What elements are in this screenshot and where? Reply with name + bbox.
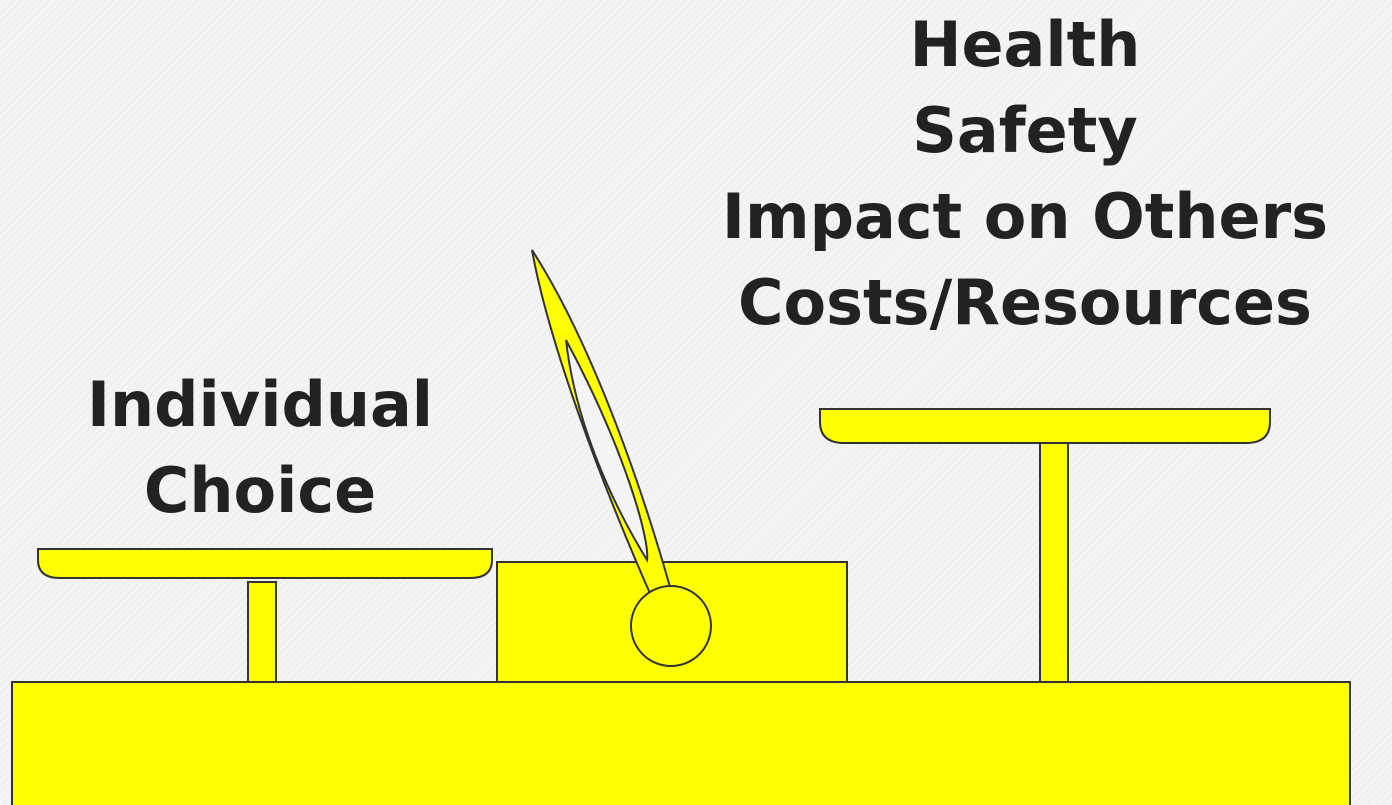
right-label-line-4: Costs/Resources [738, 266, 1312, 339]
right-label-line-3: Impact on Others [721, 180, 1329, 253]
scale-base [11, 681, 1351, 805]
left-pan [37, 548, 493, 579]
right-label-line-1: Health [909, 8, 1141, 81]
left-label-line-1: Individual [86, 368, 434, 441]
left-pan-label: Individual Choice [30, 362, 490, 534]
needle-cutout [565, 339, 649, 563]
left-label-line-2: Choice [143, 454, 377, 527]
left-pan-post [247, 581, 277, 683]
right-pan-label: Health Safety Impact on Others Costs/Res… [660, 2, 1390, 346]
pivot-circle [630, 585, 712, 667]
right-pan [819, 408, 1271, 444]
right-pan-post [1039, 441, 1069, 683]
right-label-line-2: Safety [912, 94, 1138, 167]
